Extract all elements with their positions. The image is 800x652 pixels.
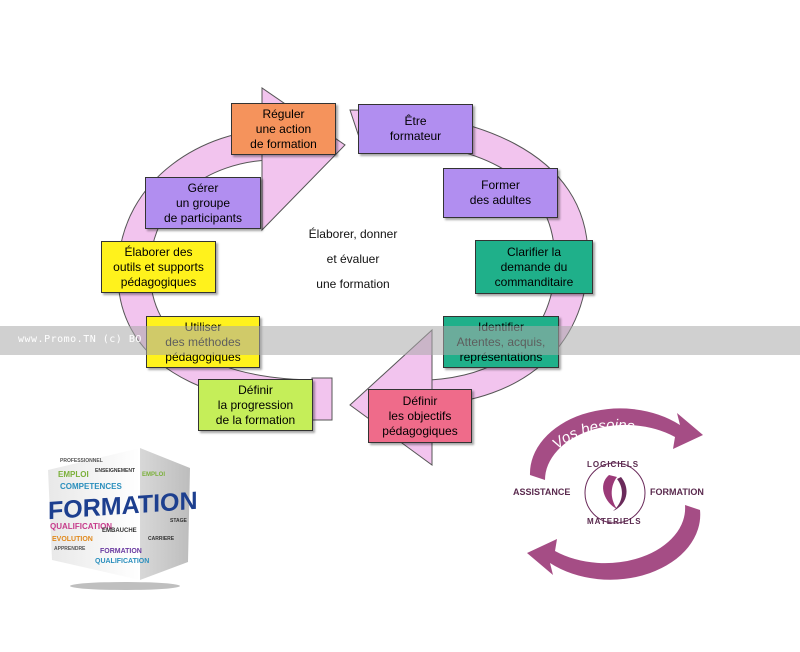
svg-text:Vos besoins: Vos besoins bbox=[549, 417, 636, 453]
cube-word: APPRENDRE bbox=[54, 546, 86, 552]
cube-word: QUALIFICATION bbox=[95, 558, 150, 565]
cube-word: FORMATION bbox=[100, 548, 142, 555]
svg-text:Nos solutions: Nos solutions bbox=[569, 531, 660, 559]
arrowhead-progression bbox=[311, 377, 333, 421]
logo-right-text: FORMATION bbox=[650, 487, 704, 497]
cube-word: ENSEIGNEMENT bbox=[95, 468, 136, 474]
assistance-formation-logo: Vos besoins Nos solutions ASSISTANCE FOR… bbox=[505, 405, 725, 580]
step-definir-progression: Définir la progression de la formation bbox=[198, 379, 313, 431]
logo-top-text: Vos besoins bbox=[549, 417, 636, 453]
cube-shape bbox=[48, 448, 190, 590]
watermark-text: www.Promo.TN (c) BO bbox=[18, 334, 142, 345]
step-reguler-action: Réguler une action de formation bbox=[231, 103, 336, 155]
logo-inner-top-text: LOGICIELS bbox=[587, 460, 640, 469]
watermark-band bbox=[0, 326, 800, 355]
cube-word: EMBAUCHE bbox=[102, 528, 137, 534]
cube-word: EMPLOI bbox=[58, 470, 89, 479]
center-label: Élaborer, donner et évaluer une formatio… bbox=[308, 227, 398, 291]
step-definir-objectifs: Définir les objectifs pédagogiques bbox=[368, 389, 472, 443]
cube-word: EVOLUTION bbox=[52, 536, 93, 543]
cube-word: EMPLOI bbox=[142, 472, 166, 478]
cube-word: CARRIERE bbox=[148, 536, 175, 542]
cube-word: QUALIFICATION bbox=[50, 522, 113, 531]
logo-left-text: ASSISTANCE bbox=[513, 487, 571, 497]
step-gerer-groupe: Gérer un groupe de participants bbox=[145, 177, 261, 229]
cube-word: COMPETENCES bbox=[60, 482, 122, 491]
logo-bottom-text: Nos solutions bbox=[569, 531, 660, 559]
cube-word: PROFESSIONNEL bbox=[60, 458, 103, 464]
cube-word: STAGE bbox=[170, 518, 187, 524]
step-clarifier-demande: Clarifier la demande du commanditaire bbox=[475, 240, 593, 294]
logo-inner-bottom-text: MATERIELS bbox=[587, 517, 642, 526]
logo-shape: Vos besoins Nos solutions bbox=[527, 408, 703, 580]
formation-cube-image: FORMATION PROFESSIONNEL EMPLOI ENSEIGNEM… bbox=[40, 440, 200, 590]
step-former-adultes: Former des adultes bbox=[443, 168, 558, 218]
step-elaborer-outils: Élaborer des outils et supports pédagogi… bbox=[101, 241, 216, 293]
step-etre-formateur: Être formateur bbox=[358, 104, 473, 154]
